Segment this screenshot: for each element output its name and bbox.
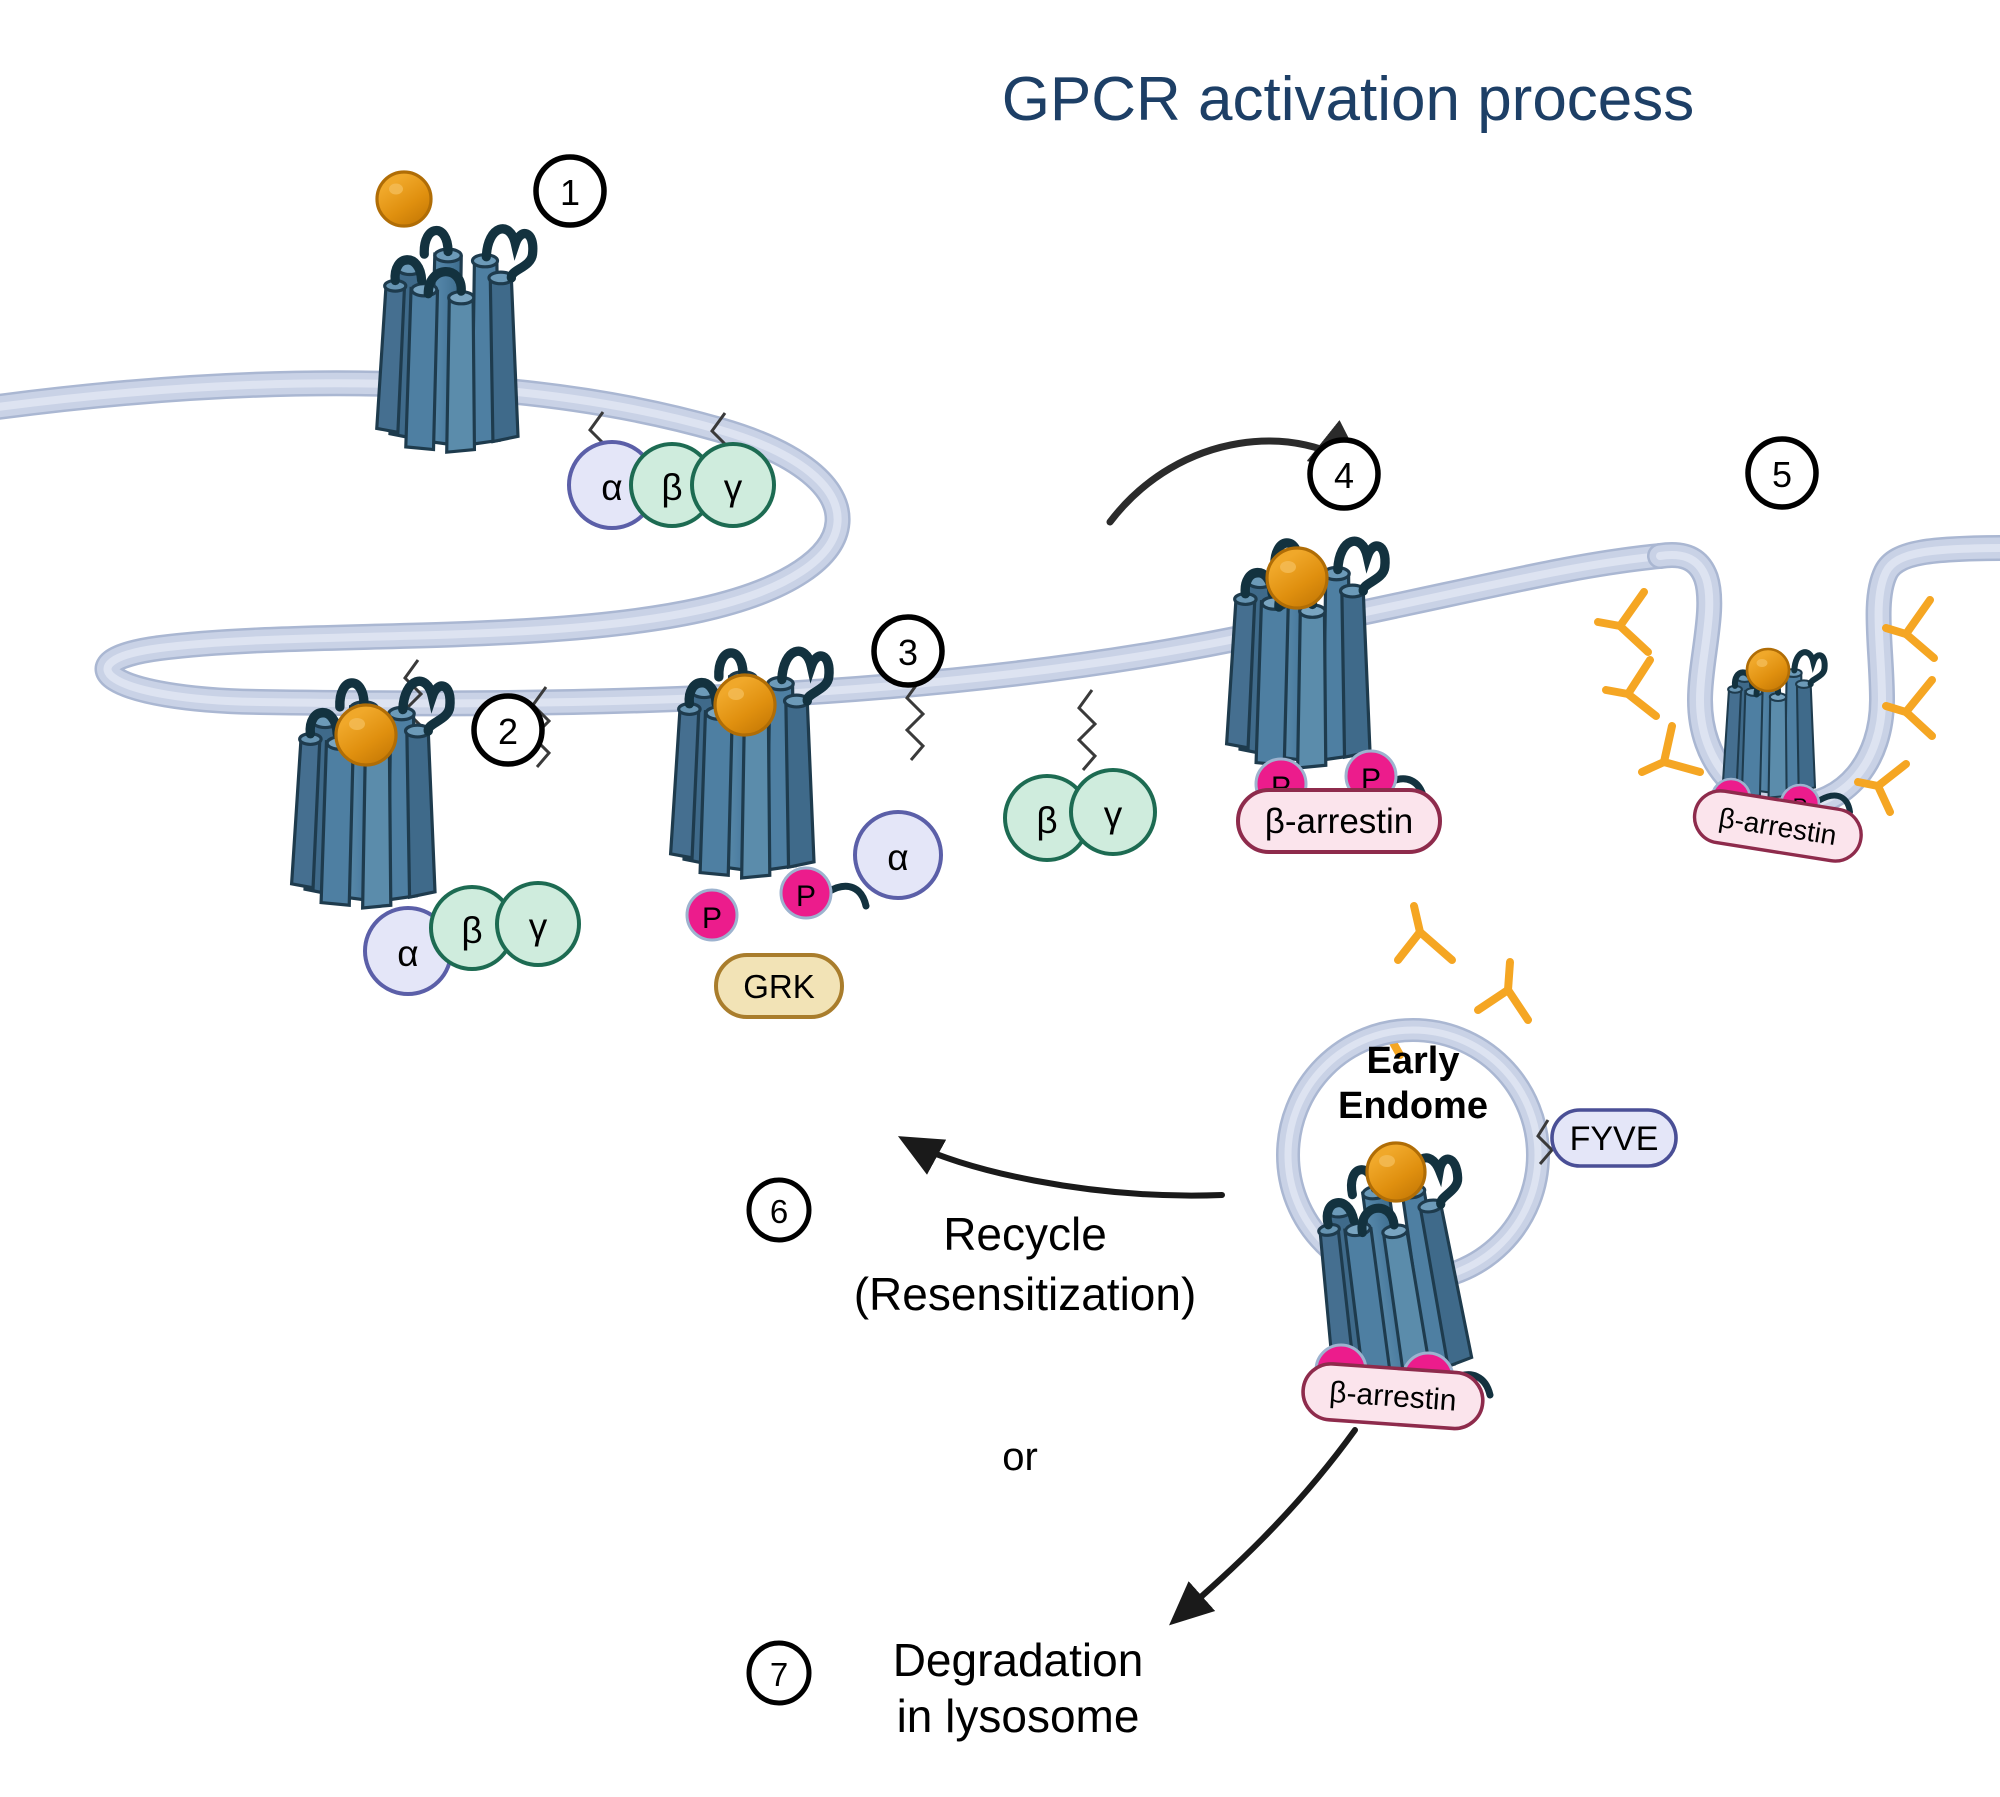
step-badge-label: 5 xyxy=(1772,454,1792,495)
step-badge-label: 1 xyxy=(560,172,580,213)
arrow-degradation xyxy=(1169,1427,1358,1626)
g-alpha-label: α xyxy=(601,467,622,508)
step-badge-label: 4 xyxy=(1334,455,1354,496)
g-gamma-label: γ xyxy=(1104,794,1123,835)
step-badge-label: 6 xyxy=(770,1193,788,1230)
phosphate-label: P xyxy=(796,880,816,913)
g-alpha-label: α xyxy=(397,933,418,974)
step2-g-beta: β xyxy=(429,885,515,971)
grk-badge: GRK xyxy=(714,953,844,1019)
step1-g-gamma: γ xyxy=(690,442,776,528)
step-badge-label: 7 xyxy=(770,1656,788,1693)
step-badge-label: 2 xyxy=(498,711,518,752)
step-badge-2: 2 xyxy=(471,693,545,767)
g-alpha-label: α xyxy=(887,837,908,878)
page-title: GPCR activation process xyxy=(1002,65,1695,134)
step-badge-6: 6 xyxy=(746,1177,812,1243)
step3-ligand xyxy=(713,673,777,737)
g-gamma-label: γ xyxy=(724,467,743,508)
step5-ligand xyxy=(1745,647,1791,693)
endosome-title: Early Endome xyxy=(1338,1040,1488,1127)
step1-receptor xyxy=(377,229,533,452)
step3-ctail xyxy=(824,882,870,910)
arrow-recycle xyxy=(897,1136,1225,1199)
step-badge-3: 3 xyxy=(871,614,945,688)
fyve-label: FYVE xyxy=(1570,1120,1659,1158)
recycle-line1: Recycle xyxy=(943,1208,1107,1260)
step4-arrestin: β-arrestin xyxy=(1236,788,1442,854)
degradation-line1: Degradation xyxy=(893,1634,1144,1686)
step5-ctail xyxy=(1817,792,1853,815)
step-badge-7: 7 xyxy=(746,1640,812,1706)
step3-g-gamma: γ xyxy=(1069,768,1157,856)
step4-ligand xyxy=(1265,546,1329,610)
recycle-line2: (Resensitization) xyxy=(854,1268,1197,1320)
step-badge-4: 4 xyxy=(1307,437,1381,511)
g-beta-label: β xyxy=(661,467,682,508)
or-label: or xyxy=(1002,1435,1038,1479)
phosphate-label: P xyxy=(1361,763,1381,796)
step-badge-label: 3 xyxy=(898,632,918,673)
g-beta-label: β xyxy=(461,910,482,951)
g-gamma-label: γ xyxy=(529,906,548,947)
fyve-badge: FYVE xyxy=(1550,1108,1678,1168)
endosome-arrestin: β-arrestin xyxy=(1301,1362,1485,1431)
endosome-line2: Endome xyxy=(1338,1085,1488,1127)
step2-g-gamma: γ xyxy=(495,881,581,967)
step3-g-alpha: α xyxy=(853,810,943,900)
endosome-line1: Early xyxy=(1367,1040,1460,1082)
step-badge-5: 5 xyxy=(1745,436,1819,510)
arrestin-label: β-arrestin xyxy=(1265,802,1414,841)
step5-arrestin: β-arrestin xyxy=(1692,789,1863,863)
step1-g-beta: β xyxy=(629,442,715,528)
g-beta-label: β xyxy=(1036,800,1057,841)
step3-phosphate-2: P xyxy=(779,866,833,920)
endosome-ligand xyxy=(1365,1141,1427,1203)
phosphate-label: P xyxy=(702,902,722,935)
step1-g-alpha: α xyxy=(567,440,657,530)
step1-ligand xyxy=(375,170,433,228)
step3-phosphate-1: P xyxy=(685,888,739,942)
grk-label: GRK xyxy=(743,968,815,1005)
step-badge-1: 1 xyxy=(533,154,607,228)
step2-ligand xyxy=(334,703,398,767)
degradation-line2: in lysosome xyxy=(897,1690,1140,1742)
